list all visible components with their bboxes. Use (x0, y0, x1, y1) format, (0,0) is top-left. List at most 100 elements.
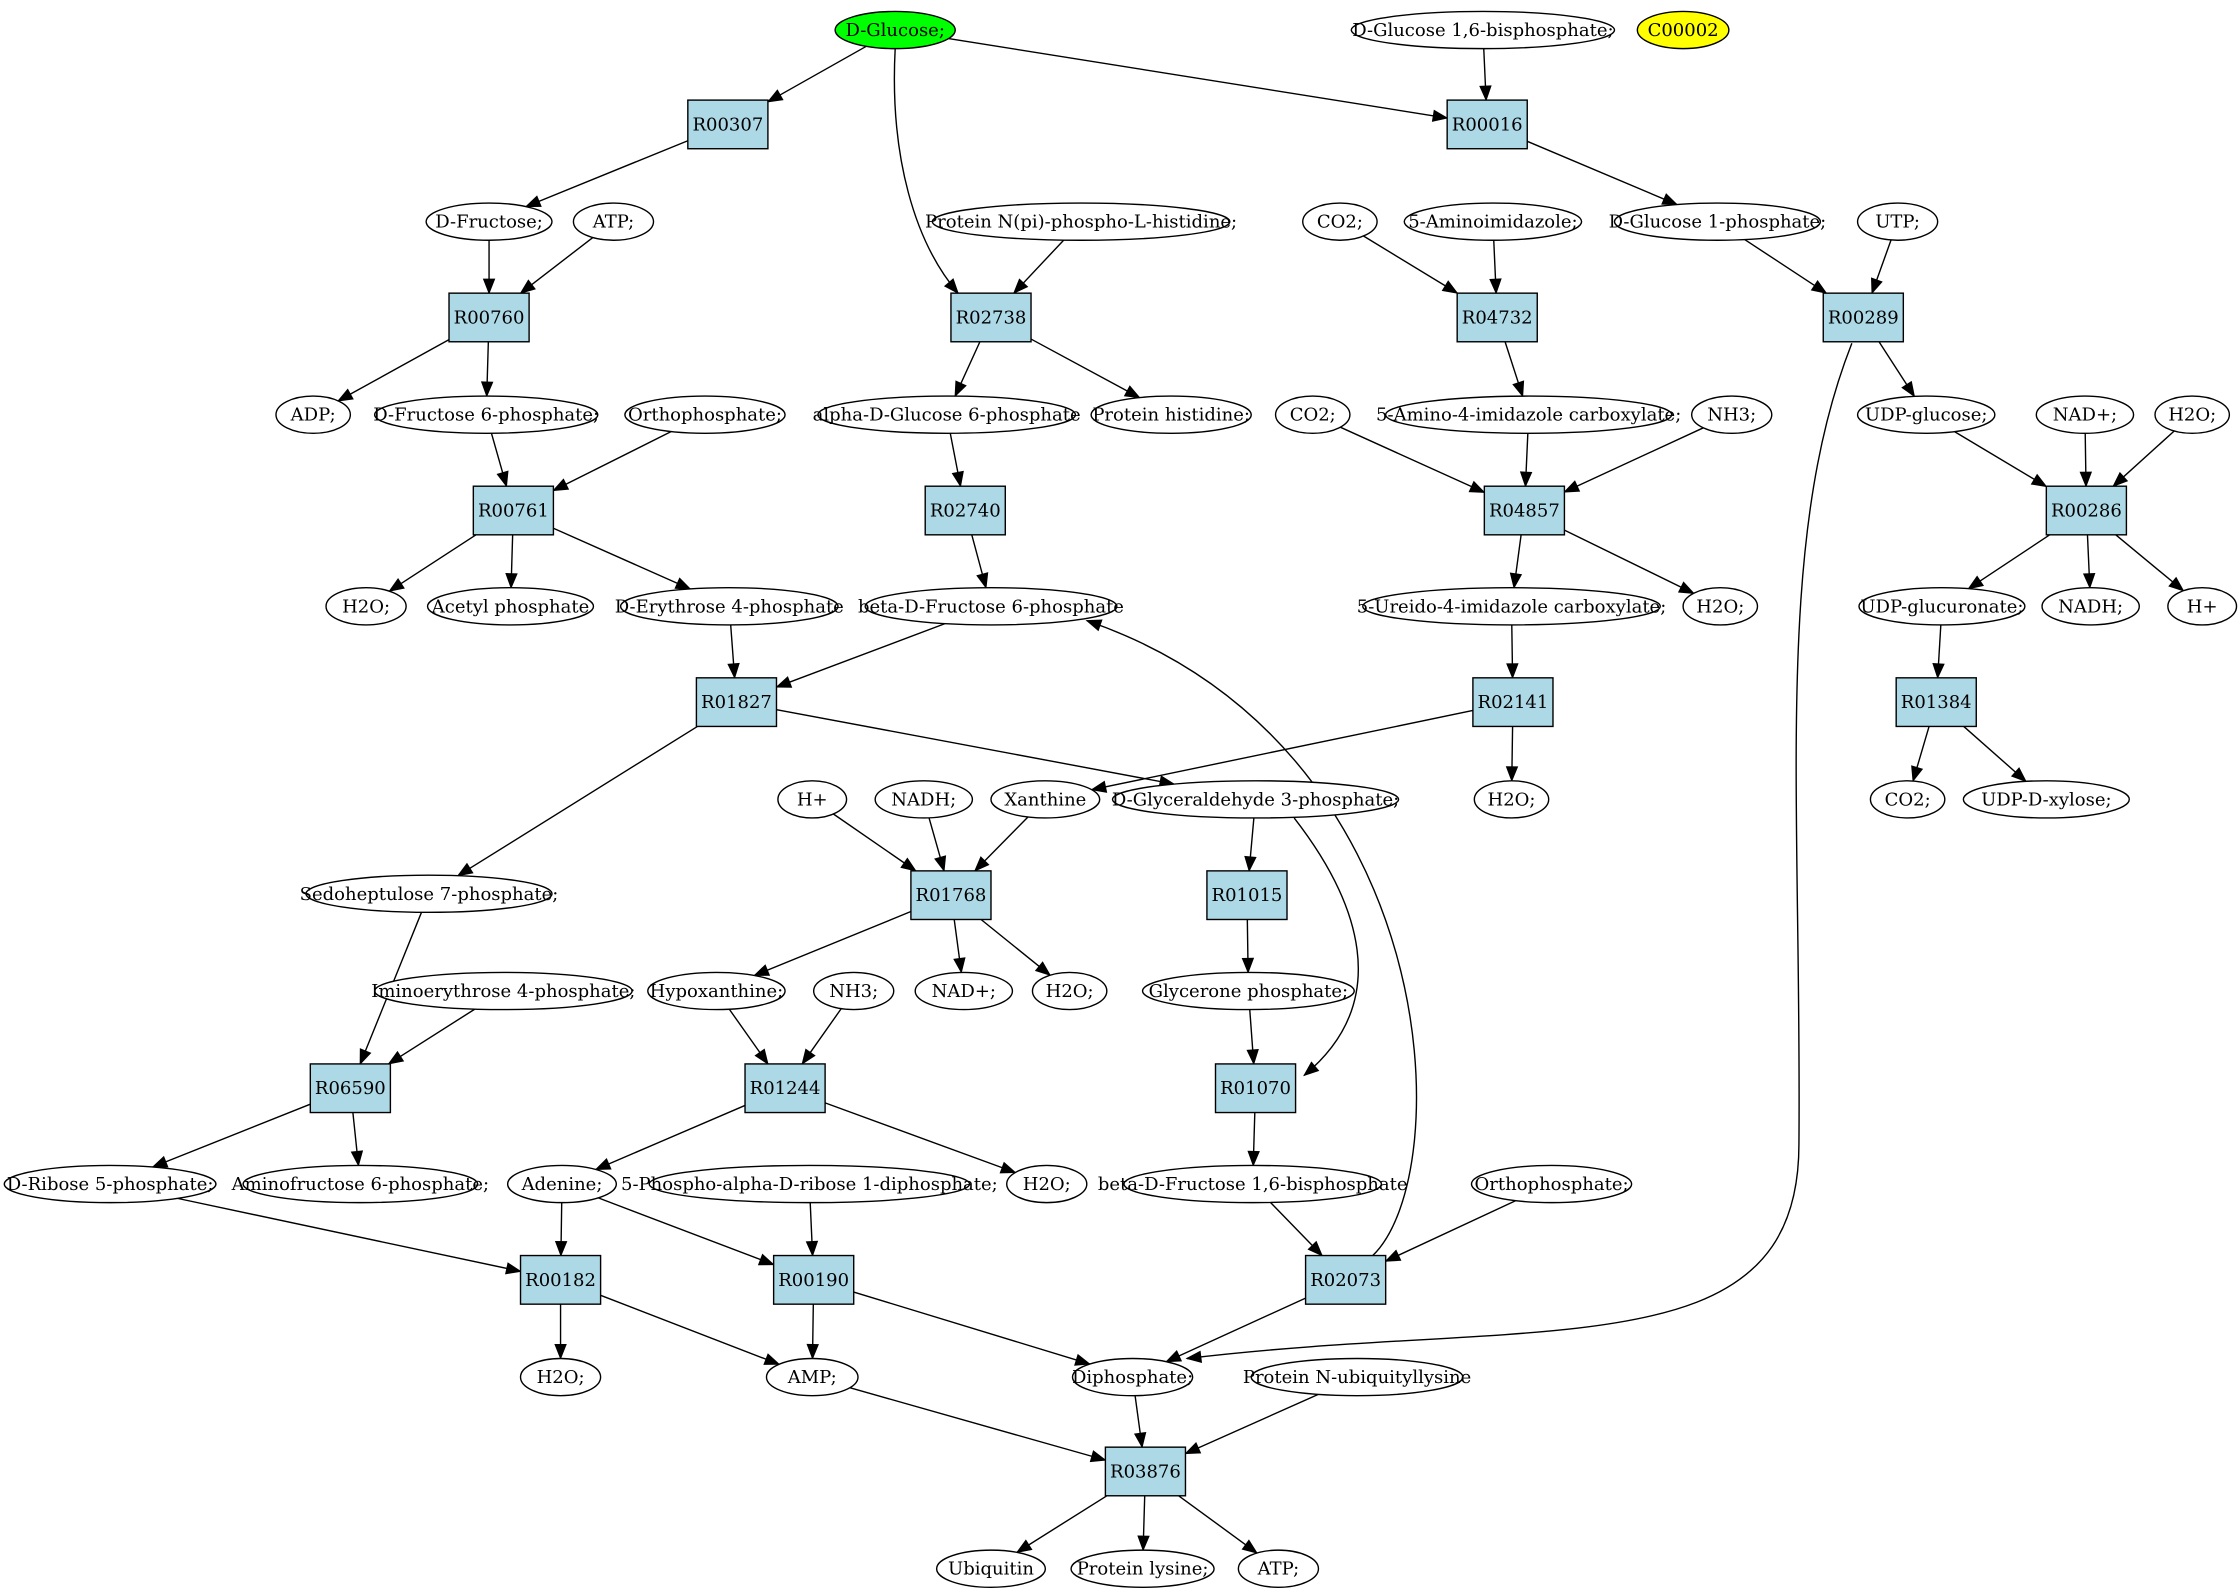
reaction-box (1104, 1446, 1187, 1497)
compound-node-f6p[interactable]: D-Fructose 6-phosphate; (373, 395, 599, 434)
reaction-node-r00016[interactable]: R00016 (1446, 99, 1528, 150)
compound-node-diphos[interactable]: Diphosphate; (1071, 1357, 1194, 1397)
edge-co2a-to-r04732-arrowhead (1441, 280, 1459, 294)
reaction-node-r00286[interactable]: R00286 (2045, 485, 2128, 536)
edge-r03876-to-atp2 (1178, 1495, 1259, 1554)
compound-node-atp2[interactable]: ATP; (1237, 1549, 1320, 1588)
compound-node-udpxyl[interactable]: UDP-D-xylose; (1962, 780, 2130, 819)
compound-node-nadplus1[interactable]: NAD+; (2035, 395, 2135, 434)
edge-r02740-to-bf6p (971, 534, 989, 590)
compound-ellipse (1856, 202, 1939, 241)
compound-node-gp[interactable]: Glycerone phosphate; (1141, 971, 1355, 1011)
compound-node-bf16bp[interactable]: beta-D-Fructose 1,6-bisphosphate (1098, 1164, 1408, 1204)
compound-node-prothis[interactable]: Protein histidine; (1090, 395, 1252, 434)
reaction-node-r04732[interactable]: R04732 (1456, 292, 1538, 343)
edge-nh3a-to-r04857-line (1564, 427, 1704, 493)
compound-node-h2o-e[interactable]: H2O; (1031, 971, 1108, 1011)
compound-node-protubq[interactable]: Protein N-ubiquityllysine (1243, 1357, 1471, 1397)
compound-node-s7p[interactable]: Sedoheptulose 7-phosphate; (300, 874, 559, 914)
compound-node-h2o-c[interactable]: H2O; (1682, 587, 1759, 626)
compound-label: alpha-D-Glucose 6-phosphate (813, 405, 1081, 426)
edge-nadh2-to-r01768-arrowhead (934, 855, 947, 873)
compound-node-e4p[interactable]: D-Erythrose 4-phosphate (615, 587, 844, 626)
compound-node-iminoe4p[interactable]: Iminoerythrose 4-phosphate; (371, 971, 635, 1011)
compound-node-utp[interactable]: UTP; (1856, 202, 1939, 241)
reaction-node-r03876[interactable]: R03876 (1104, 1446, 1187, 1497)
compound-node-co2b[interactable]: CO2; (1274, 395, 1351, 434)
reaction-node-r01070[interactable]: R01070 (1214, 1063, 1297, 1114)
compound-node-ortho2[interactable]: Orthophosphate; (1470, 1164, 1633, 1204)
edge-h2o-a-to-r00286-arrowhead (2112, 471, 2129, 488)
reaction-node-r02738[interactable]: R02738 (950, 292, 1032, 343)
edge-r00761-to-acetylp (505, 534, 518, 590)
edge-g1p-to-r00289-arrowhead (1810, 279, 1828, 294)
reaction-node-r00307[interactable]: R00307 (687, 99, 769, 150)
reaction-box (519, 1254, 602, 1305)
compound-node-dfructose[interactable]: D-Fructose; (425, 202, 553, 241)
compound-node-dglucose[interactable]: D-Glucose; (834, 10, 956, 50)
compound-node-acetylp[interactable]: Acetyl phosphate (426, 587, 595, 626)
edge-dfructose-to-r00760-arrowhead (482, 278, 496, 295)
reaction-node-r01827[interactable]: R01827 (695, 677, 778, 728)
compound-node-gap[interactable]: D-Glyceraldehyde 3-phosphate; (1111, 780, 1400, 819)
compound-node-c00002[interactable]: C00002 (1636, 10, 1730, 50)
compound-node-5a4ic[interactable]: 5-Amino-4-imidazole carboxylate; (1376, 395, 1681, 434)
compound-node-adp[interactable]: ADP; (275, 395, 352, 434)
compound-node-h2o-d[interactable]: H2O; (1473, 780, 1550, 819)
compound-node-amp[interactable]: AMP; (765, 1357, 859, 1397)
compound-node-nh3b[interactable]: NH3; (812, 971, 895, 1011)
compound-node-prpp[interactable]: 5-Phospho-alpha-D-ribose 1-diphosphate; (621, 1164, 998, 1204)
reaction-node-r06590[interactable]: R06590 (309, 1063, 392, 1114)
compound-node-5ai[interactable]: 5-Aminoimidazole; (1403, 202, 1583, 241)
compound-node-h2o-b[interactable]: H2O; (325, 587, 407, 626)
compound-node-g16bp[interactable]: D-Glucose 1,6-bisphosphate; (1350, 10, 1616, 50)
compound-node-protnpi[interactable]: Protein N(pi)-phospho-L-histidine; (925, 202, 1237, 241)
reaction-node-r04857[interactable]: R04857 (1483, 485, 1566, 536)
compound-node-hypox[interactable]: Hypoxanthine; (647, 971, 786, 1011)
compound-label: 5-Ureido-4-imidazole carboxylate; (1357, 596, 1667, 617)
reaction-node-r01384[interactable]: R01384 (1895, 677, 1977, 728)
compound-ellipse (990, 780, 1101, 819)
compound-node-nadplus2[interactable]: NAD+; (914, 971, 1014, 1011)
reaction-node-r02073[interactable]: R02073 (1304, 1254, 1387, 1305)
compound-node-hplus1[interactable]: H+ (2167, 587, 2238, 626)
compound-node-5u4ic[interactable]: 5-Ureido-4-imidazole carboxylate; (1357, 587, 1667, 626)
compound-node-ag6p[interactable]: alpha-D-Glucose 6-phosphate (813, 395, 1081, 434)
reaction-node-r00761[interactable]: R00761 (472, 485, 555, 536)
compound-node-af6p[interactable]: Aminofructose 6-phosphate; (231, 1164, 489, 1204)
compound-node-adenine[interactable]: Adenine; (506, 1164, 618, 1204)
compound-node-udpgluc[interactable]: UDP-glucuronate; (1858, 587, 2026, 626)
reaction-node-r02141[interactable]: R02141 (1472, 677, 1554, 728)
compound-ellipse (777, 780, 848, 819)
compound-node-nh3a[interactable]: NH3; (1690, 395, 1773, 434)
compound-node-h2o-g[interactable]: H2O; (519, 1357, 602, 1397)
compound-node-udpg[interactable]: UDP-glucose; (1856, 395, 1996, 434)
compound-node-h2o-a[interactable]: H2O; (2154, 395, 2231, 434)
compound-node-atp1[interactable]: ATP; (572, 202, 655, 241)
reaction-node-r00760[interactable]: R00760 (448, 292, 530, 343)
compound-node-r5p[interactable]: D-Ribose 5-phosphate; (3, 1164, 217, 1204)
edge-r01070-to-bf16bp-arrowhead (1247, 1150, 1260, 1167)
compound-node-h2o-f[interactable]: H2O; (1006, 1164, 1088, 1204)
reaction-node-r00289[interactable]: R00289 (1822, 292, 1905, 343)
compound-node-co2c[interactable]: CO2; (1869, 780, 1946, 819)
compound-node-ortho1[interactable]: Orthophosphate; (624, 395, 786, 434)
compound-node-protlys[interactable]: Protein lysine; (1070, 1549, 1215, 1588)
compound-node-g1p[interactable]: D-Glucose 1-phosphate; (1609, 202, 1827, 241)
reaction-node-r00182[interactable]: R00182 (519, 1254, 602, 1305)
compound-node-ubiquitin[interactable]: Ubiquitin (935, 1549, 1047, 1588)
reaction-node-r01015[interactable]: R01015 (1206, 870, 1288, 921)
compound-node-co2a[interactable]: CO2; (1302, 202, 1378, 241)
reaction-node-r02740[interactable]: R02740 (924, 485, 1006, 536)
compound-node-nadh1[interactable]: NADH; (2041, 587, 2140, 626)
reaction-label: R00289 (1828, 307, 1899, 328)
compound-node-bf6p[interactable]: beta-D-Fructose 6-phosphate (858, 587, 1124, 626)
compound-node-hplus2[interactable]: H+ (777, 780, 848, 819)
reaction-node-r01768[interactable]: R01768 (910, 870, 992, 921)
reaction-box (744, 1063, 826, 1114)
compound-node-xanthine[interactable]: Xanthine (990, 780, 1101, 819)
reaction-node-r01244[interactable]: R01244 (744, 1063, 826, 1114)
reaction-node-r00190[interactable]: R00190 (772, 1254, 855, 1305)
compound-node-nadh2[interactable]: NADH; (874, 780, 974, 819)
edge-r00190-to-diphos-line (853, 1291, 1090, 1365)
